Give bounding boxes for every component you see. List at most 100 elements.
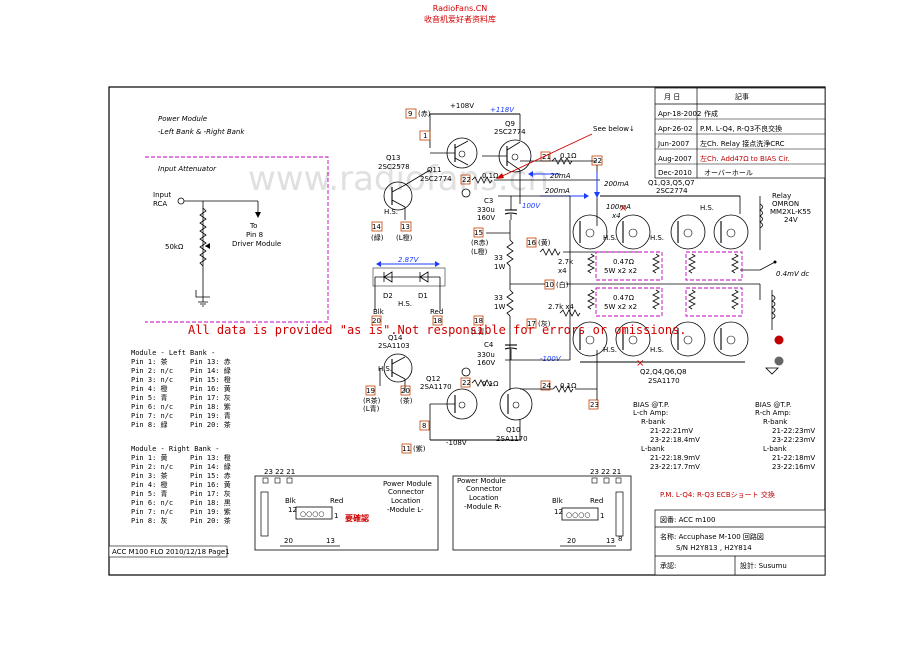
pin-row: Pin 6: n/c [131, 403, 173, 411]
connector-module-l: 23 22 21 Power Module Connector Location… [254, 468, 439, 551]
amplifier-circuit: +108V +118V 9 (赤) 1 Q11 2SC2774 Q9 2SC27… [363, 102, 811, 454]
pin-row: Pin 7: n/c [131, 412, 173, 420]
connector-l-title2: Connector [388, 488, 424, 496]
connector-l-top-pins: 23 22 21 [264, 468, 295, 476]
pin-row: Pin 8: 灰 [131, 516, 168, 525]
hs-label: H.S. [603, 346, 617, 354]
bias-right-title: BIAS @T.P. [755, 401, 791, 409]
pin-row: Pin 20: 茶 [190, 420, 231, 429]
pin22: 22 [462, 176, 471, 184]
pin-row: Pin 1: 茶 [131, 357, 168, 366]
pin-row: Pin 5: 青 [131, 393, 168, 402]
r33a-watts: 1W [494, 263, 505, 271]
current-200ma-b: 200mA [604, 180, 629, 188]
revision-note: P.M. L-Q4, R-Q3不良交換 [700, 124, 782, 133]
connector-l-plug-icon [295, 506, 333, 520]
connector-r-pin1: 1 [600, 512, 604, 520]
r33b: 33 [494, 294, 503, 302]
bias-right-lbank: L-bank [763, 445, 787, 453]
connector-r-pin12: 12 [554, 508, 563, 516]
hs-label: H.S. [650, 234, 664, 242]
pin15-color-l: (L橙) [471, 247, 488, 256]
revision-header-date: 月 日 [664, 93, 680, 101]
hs-label: H.S. [700, 204, 714, 212]
pin-row: Pin 3: 茶 [131, 471, 168, 480]
revision-note: オーバーホール [704, 169, 753, 177]
exchange-note: P.M. L-Q4: R-Q3 ECBショート 交換 [660, 490, 775, 499]
r01-b: 0.1Ω [560, 152, 577, 160]
serial-numbers: S/N H2Y813 , H2Y814 [676, 544, 752, 552]
d1-label: D1 [418, 292, 428, 300]
bias-left-rbank-2: 23-22:18.4mV [650, 436, 700, 444]
diode-red: Red [430, 308, 443, 316]
r33b-watts: 1W [494, 303, 505, 311]
right-bank-title: Module - Right Bank - [131, 445, 220, 453]
disclaimer: All data is provided "as is".Not respons… [188, 323, 687, 337]
designer-field: 設計: Susumu [740, 561, 787, 570]
diode-voltage: 2.87V [398, 256, 420, 264]
output-transistors-top: H.S. H.S. H.S. [572, 204, 749, 250]
q14-part: 2SA1103 [378, 342, 410, 350]
connector-l-blk: Blk [285, 497, 297, 505]
r01-d: 0.1Ω [560, 382, 577, 390]
title-block: 図番: ACC m100 名称: Accuphase M-100 回路図 S/N… [654, 509, 826, 576]
transistor-q14-icon [383, 353, 413, 383]
pin24: 24 [542, 382, 551, 390]
module-title: Power Module [158, 115, 207, 123]
to-pin-label: Pin 8 [246, 231, 263, 239]
pin1: 1 [423, 132, 427, 140]
c3-value: 330u [477, 206, 495, 214]
pin11: 11 [402, 445, 411, 453]
emitter-resistor-group-top [595, 251, 663, 281]
drawing-frame [108, 86, 826, 576]
attenuator-resistor-icon [199, 207, 207, 267]
diode-d2-icon [383, 271, 393, 283]
revision-note: 左Ch. Add47Ω to BIAS Cir. [700, 154, 790, 163]
connector-l-red: Red [330, 497, 343, 505]
bias-left-rbank: R-bank [641, 418, 666, 426]
pin11-color: (紫) [413, 445, 426, 453]
pin10: 10 [545, 281, 554, 289]
pin17: 17 [527, 320, 536, 328]
current-20ma: 20mA [550, 172, 571, 180]
footer-label: ACC M100 FLO 2010/12/18 Page1 [112, 548, 230, 556]
pin22-b: 22 [593, 157, 602, 165]
r047b: 0.47Ω [613, 294, 635, 302]
q9-label: Q9 [505, 120, 515, 128]
pin10-color: (白) [556, 280, 569, 289]
pin-row: Pin 2: n/c [131, 367, 173, 375]
pin19-color-l: (L青) [363, 404, 380, 413]
diode-d1-icon [419, 271, 429, 283]
connector-l-pin12: 12 [288, 506, 297, 514]
bias-notes: BIAS @T.P. L-ch Amp: R-bank 21-22:21mV 2… [633, 401, 815, 471]
c3-label: C3 [484, 197, 493, 205]
verify-stamp: 要確認 [345, 513, 369, 523]
v100-label: 100V [522, 202, 541, 210]
output-transistor-icon [572, 321, 608, 357]
current-100ma: 100mA [606, 203, 631, 211]
output-transistor-icon [615, 214, 651, 250]
pin16: 16 [527, 239, 536, 247]
d-hs-label: H.S. [398, 300, 412, 308]
left-bank-pin-table: Module - Left Bank - Pin 1: 茶 Pin 2: n/c… [131, 349, 231, 429]
pin-row: Pin 1: 黄 [131, 453, 168, 462]
c3-voltage: 160V [477, 214, 495, 222]
pin20-b: 20 [401, 387, 410, 395]
pin-row: Pin 5: 青 [131, 489, 168, 498]
output-transistor-icon [713, 321, 749, 357]
pin18-color: (L青) [471, 327, 488, 336]
transistor-q13-icon [383, 181, 413, 211]
pin-row: Pin 7: n/c [131, 508, 173, 516]
pin13: 13 [401, 223, 410, 231]
pin-row: Pin 18: 黒 [190, 499, 231, 507]
left-bank-title: Module - Left Bank - [131, 349, 215, 357]
relay-model: MM2XL-K55 [770, 208, 811, 216]
c4-value: 330u [477, 351, 495, 359]
r27b: 2.7k x4 [548, 303, 575, 311]
relay-maker: OMRON [772, 200, 799, 208]
pin19-color: (R茶) [363, 396, 381, 405]
relay-label: Relay [772, 192, 791, 200]
pot-value: 50kΩ [165, 243, 184, 251]
connector-r-title2: Connector [466, 485, 502, 493]
output-transistor-icon [670, 321, 706, 357]
